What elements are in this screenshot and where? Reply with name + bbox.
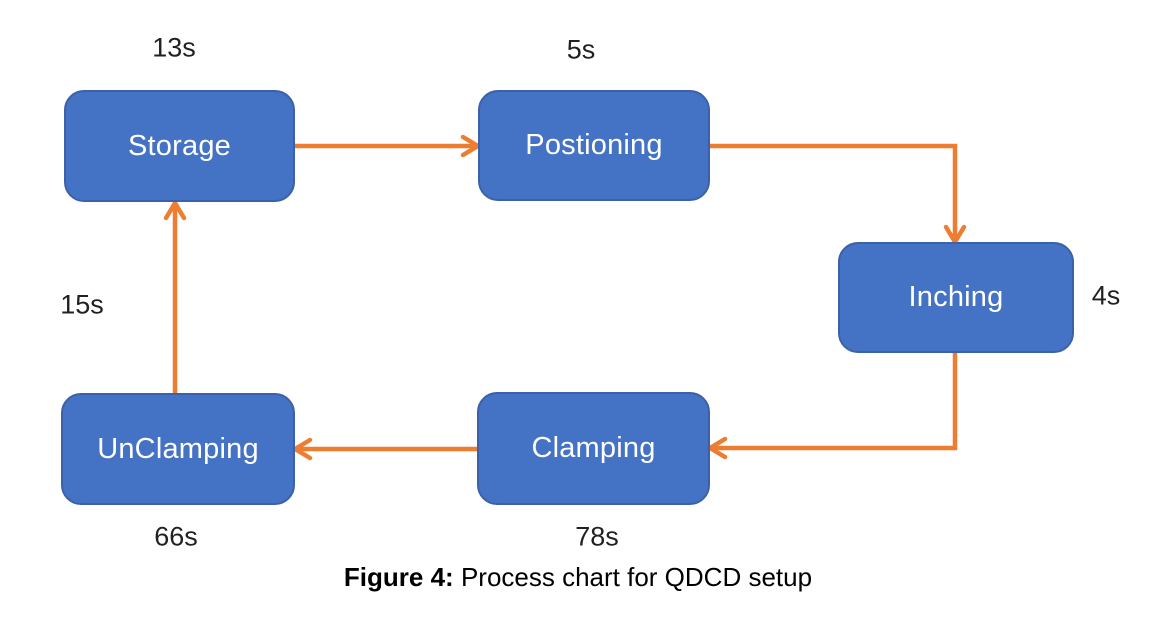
- node-clamping: Clamping: [477, 392, 710, 505]
- node-inching-label: Inching: [908, 281, 1004, 313]
- arrow-postioning-to-inching: [710, 143, 967, 245]
- node-clamping-label: Clamping: [531, 432, 656, 464]
- figure-caption-number: Figure 4:: [343, 562, 454, 592]
- node-postioning-label: Postioning: [525, 129, 663, 161]
- node-storage-label: Storage: [128, 129, 231, 162]
- time-label-inching: 4s: [1091, 280, 1121, 311]
- node-inching: Inching: [838, 242, 1074, 353]
- time-label-storage: 13s: [152, 32, 196, 63]
- time-label-unclamping: 66s: [154, 521, 198, 552]
- time-label-postioning: 5s: [566, 34, 596, 65]
- figure-caption: Figure 4: Process chart for QDCD setup: [0, 562, 1156, 593]
- time-label-clamping: 78s: [575, 521, 619, 552]
- node-postioning: Postioning: [478, 90, 710, 201]
- time-label-return-arrow: 15s: [60, 289, 104, 320]
- node-storage: Storage: [64, 90, 295, 202]
- node-unclamping-label: UnClamping: [97, 432, 259, 465]
- arrow-inching-to-clamping: [707, 353, 958, 460]
- figure-caption-text: Process chart for QDCD setup: [453, 562, 813, 592]
- node-unclamping: UnClamping: [61, 393, 295, 505]
